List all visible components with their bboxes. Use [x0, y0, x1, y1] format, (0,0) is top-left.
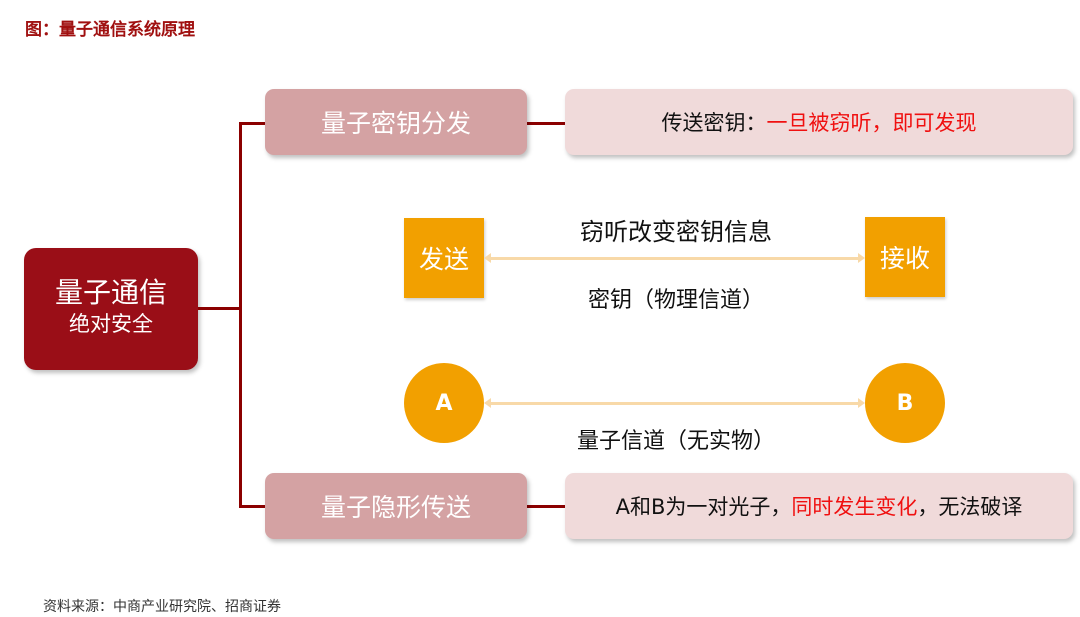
eavesdrop-warning: 窃听改变密钥信息	[580, 218, 772, 246]
connector-branch-2	[239, 505, 266, 508]
desc-suffix: ，无法破译	[917, 495, 1023, 519]
root-title: 量子通信	[54, 276, 167, 309]
connector-root	[198, 307, 241, 310]
double-arrow-quantum	[484, 398, 865, 408]
connector-desc-2	[527, 505, 565, 508]
physical-channel-label: 密钥（物理信道）	[587, 288, 764, 313]
connector-desc-1	[527, 122, 565, 125]
desc-prefix: A和B为一对光子，	[615, 495, 792, 519]
branch-teleport: 量子隐形传送	[265, 473, 527, 539]
connector-trunk	[239, 122, 242, 508]
quantum-channel-label: 量子信道（无实物）	[576, 429, 775, 454]
desc-highlight: 同时发生变化	[791, 495, 918, 519]
photon-a: A	[404, 363, 484, 443]
photon-b: B	[865, 363, 945, 443]
receiver-node: 接收	[865, 217, 945, 297]
desc-qkd: 传送密钥：一旦被窃听，即可发现	[565, 89, 1073, 155]
root-node: 量子通信 绝对安全	[24, 248, 198, 370]
desc-teleport: A和B为一对光子，同时发生变化，无法破译	[565, 473, 1073, 539]
figure-title: 图：量子通信系统原理	[25, 20, 195, 40]
branch-qkd: 量子密钥分发	[265, 89, 527, 155]
sender-node: 发送	[404, 218, 484, 298]
connector-branch-1	[239, 122, 266, 125]
desc-highlight: 一旦被窃听，即可发现	[766, 111, 977, 135]
root-subtitle: 绝对安全	[69, 312, 153, 336]
source-note: 资料来源：中商产业研究院、招商证券	[43, 599, 281, 615]
desc-prefix: 传送密钥：	[661, 111, 767, 135]
double-arrow-physical	[484, 253, 865, 263]
